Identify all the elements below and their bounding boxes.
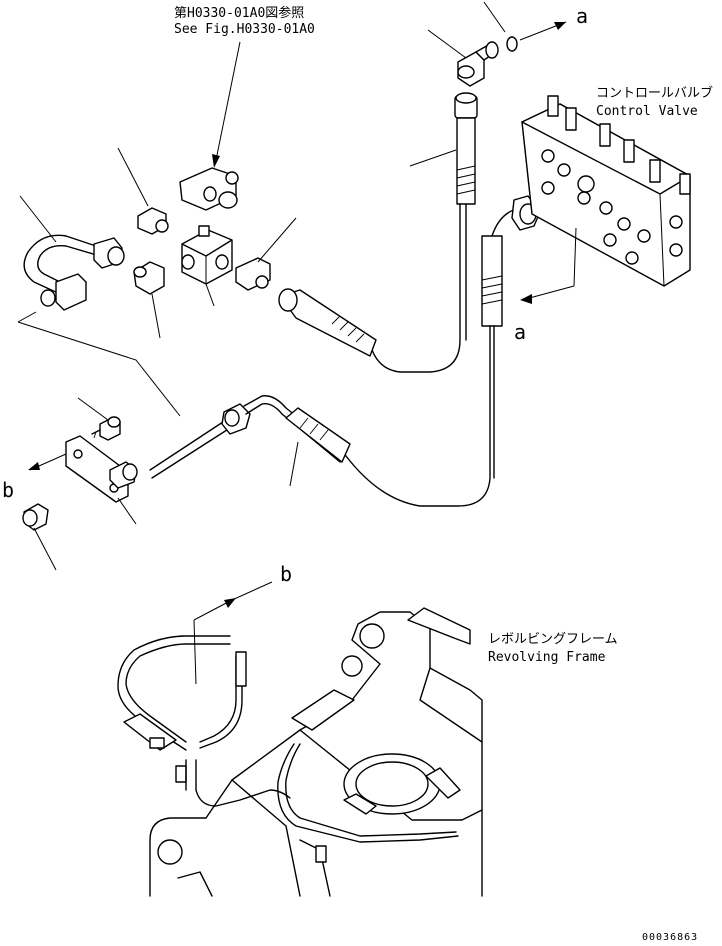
o-ring: [506, 36, 518, 52]
elbow-fitting-top: [427, 1, 506, 87]
control-valve: [521, 95, 691, 287]
connector-fitting: [117, 147, 169, 235]
hose-valve-side: [481, 195, 541, 327]
arrow-to-b-frame: [193, 581, 273, 621]
hose-upper-vertical: [409, 92, 478, 205]
bolt: [77, 397, 121, 441]
adapter-nipple: [235, 217, 297, 291]
flange-plate: [65, 435, 138, 525]
pipe-to-flange: [149, 395, 351, 487]
figure-reference-en: See Fig.H0330-01A0: [174, 22, 315, 37]
referenced-fitting: [179, 41, 241, 211]
callout-b-frame: b: [280, 562, 293, 586]
frame-piping: [117, 619, 459, 843]
bent-pipe-left: [19, 195, 125, 311]
arrow-to-a-valve: [520, 285, 575, 304]
revolving-frame: [149, 607, 483, 897]
revolving-frame-label-jp: レボルビングフレーム: [488, 632, 618, 647]
plug: [22, 503, 57, 571]
callout-a-valve: a: [514, 320, 527, 344]
elbow-fitting-middle: [133, 261, 165, 339]
control-valve-label-en: Control Valve: [596, 104, 698, 119]
tee-block: [181, 225, 233, 307]
revolving-frame-label-en: Revolving Frame: [488, 650, 606, 665]
callout-b-left: b: [2, 478, 15, 502]
arrow-to-b-left: [28, 453, 67, 471]
callout-a-top: a: [576, 4, 589, 28]
document-number: 00036863: [642, 932, 699, 943]
arrow-to-a-top: [519, 21, 567, 41]
hose-middle: [278, 288, 377, 357]
figure-reference-jp: 第H0330-01A0図参照: [174, 6, 305, 21]
control-valve-label-jp: コントロールバルブ: [596, 86, 714, 101]
